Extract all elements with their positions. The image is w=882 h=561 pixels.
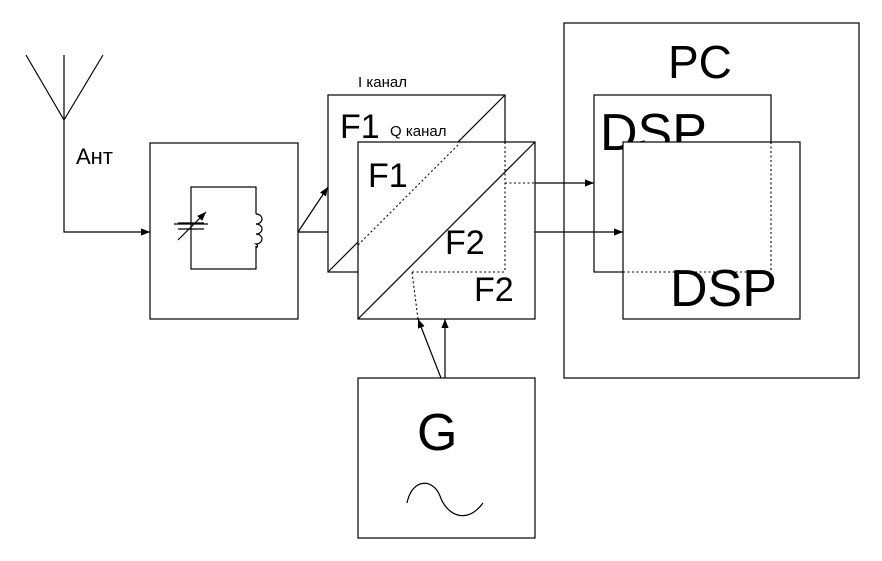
generator-box <box>357 377 536 539</box>
mixer-i-input-label: F1 <box>340 108 380 146</box>
lc-tank-icon <box>174 186 263 270</box>
dsp-q-box <box>622 141 801 320</box>
input-filter-box <box>149 142 299 320</box>
mixer-i-channel-label: I канал <box>358 74 407 91</box>
mixer-q-output-inner-label: F2 <box>445 224 485 262</box>
mixer-q-channel-label: Q канал <box>390 123 446 140</box>
dsp-q-label: DSP <box>670 260 777 318</box>
antenna-icon <box>25 54 150 236</box>
mixer-q-output-outer-label: F2 <box>474 271 514 309</box>
generator-label: G <box>417 404 457 462</box>
antenna-label: Ант <box>76 144 113 169</box>
pc-label: PC <box>668 36 732 88</box>
mixer-q-input-label: F1 <box>368 157 408 195</box>
sine-wave-icon <box>406 482 484 517</box>
